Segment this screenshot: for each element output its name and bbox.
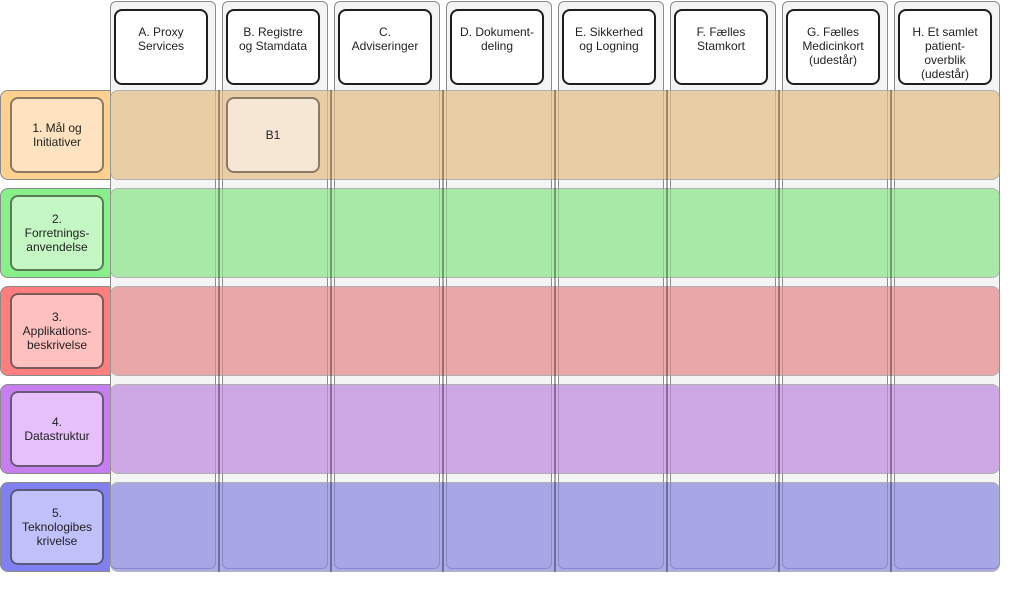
cell-b1[interactable]: B1 — [226, 97, 320, 173]
column-header[interactable]: C. Adviseringer — [338, 9, 432, 85]
column-divider — [218, 90, 220, 572]
row-label[interactable]: 2. Forretnings- anvendelse — [10, 195, 104, 271]
column-header[interactable]: D. Dokument- deling — [450, 9, 544, 85]
column-header[interactable]: A. Proxy Services — [114, 9, 208, 85]
column-header[interactable]: H. Et samlet patient- overblik (udestår) — [898, 9, 992, 85]
column-header[interactable]: F. Fælles Stamkort — [674, 9, 768, 85]
column-divider — [778, 90, 780, 572]
column-divider — [330, 90, 332, 572]
column-divider — [890, 90, 892, 572]
column-header[interactable]: G. Fælles Medicinkort (udestår) — [786, 9, 880, 85]
column-header[interactable]: E. Sikkerhed og Logning — [562, 9, 656, 85]
row-band — [110, 384, 1000, 474]
column-divider — [666, 90, 668, 572]
row-label[interactable]: 5. Teknologibes krivelse — [10, 489, 104, 565]
column-header[interactable]: B. Registre og Stamdata — [226, 9, 320, 85]
row-label[interactable]: 3. Applikations- beskrivelse — [10, 293, 104, 369]
row-band — [110, 188, 1000, 278]
row-band — [110, 286, 1000, 376]
row-label[interactable]: 1. Mål og Initiativer — [10, 97, 104, 173]
row-label[interactable]: 4. Datastruktur — [10, 391, 104, 467]
row-band — [110, 482, 1000, 572]
column-divider — [442, 90, 444, 572]
column-divider — [554, 90, 556, 572]
